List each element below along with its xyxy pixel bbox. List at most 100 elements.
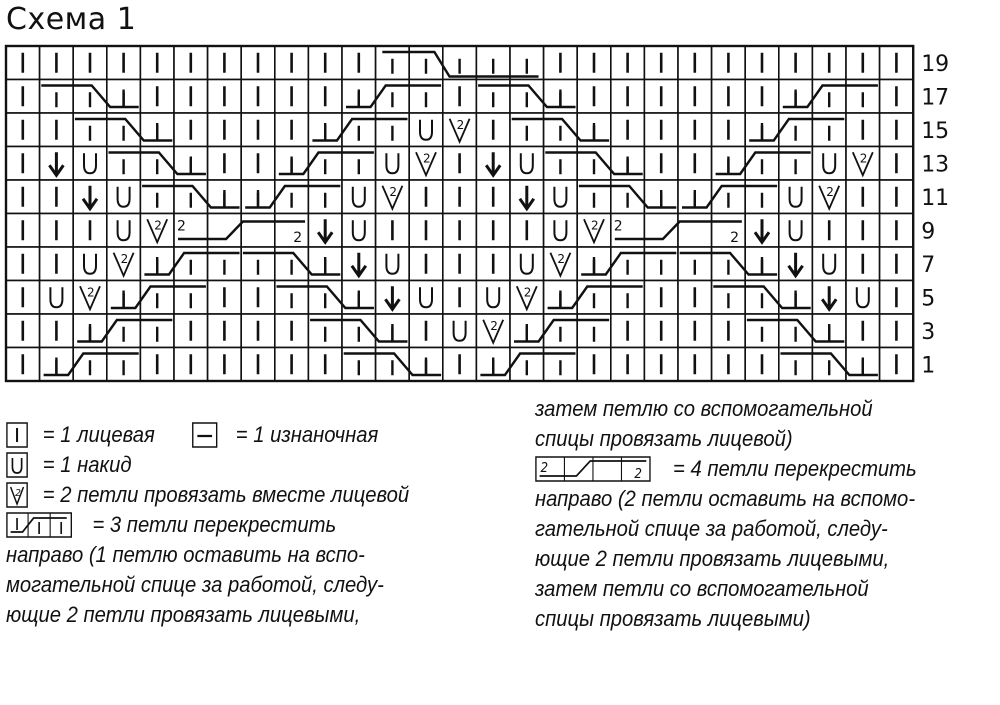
k2tog-icon — [415, 151, 437, 178]
legend-cable3-line-3: ющие 2 петли провязать лицевыми, — [6, 602, 361, 627]
chart-cell — [643, 212, 679, 248]
yarn-over-icon — [855, 287, 870, 309]
legend-cable3-line-2: могательной спице за работой, следу- — [6, 572, 384, 597]
cable-right-icon — [581, 251, 677, 276]
svg-text:2: 2 — [634, 466, 642, 482]
svg-text:2: 2 — [423, 151, 431, 165]
cable-left-icon — [780, 352, 878, 377]
chart-cell — [240, 212, 276, 248]
cable-left-icon — [242, 251, 341, 276]
k2tog-icon — [448, 118, 471, 145]
cable-left-icon — [343, 352, 442, 377]
chart-cell — [542, 212, 578, 248]
yarn-over-symbol-icon — [6, 452, 28, 478]
chart-cell — [677, 346, 713, 382]
chart-row — [5, 45, 914, 81]
chart-row — [5, 78, 914, 114]
yarn-over-icon — [116, 220, 131, 242]
cable-4-right-icon — [614, 220, 742, 241]
chart-row: 2 — [5, 313, 914, 349]
chart-cell — [341, 179, 377, 215]
cable-3-right-symbol-icon — [6, 512, 73, 538]
yarn-over-icon — [553, 220, 568, 242]
cable-left-icon — [310, 318, 408, 343]
chart-cell — [542, 179, 578, 215]
legend-right: затем петлю со вспомогательной спицы про… — [535, 394, 917, 634]
cable-4-right-icon — [178, 220, 306, 241]
svg-text:2: 2 — [826, 185, 834, 199]
cable-right-icon — [77, 318, 173, 343]
cable-right-icon — [245, 184, 341, 209]
cable-right-icon — [312, 117, 408, 142]
k2tog-icon — [79, 285, 101, 312]
knit-symbol-icon — [6, 422, 28, 448]
yarn-over-icon — [351, 186, 366, 208]
row-number: 1 — [921, 353, 935, 378]
cable-left-icon — [74, 117, 173, 142]
yarn-over-icon — [486, 287, 501, 309]
cable-left-icon — [713, 285, 811, 310]
chart-row: 2 — [5, 112, 914, 148]
legend-cable4-line-4: затем петли со вспомогательной — [535, 576, 869, 601]
chart-cell — [374, 246, 411, 282]
chart-cell — [38, 279, 74, 315]
cable-left-icon — [679, 251, 778, 276]
cable-right-icon — [110, 285, 206, 310]
k2tog-icon — [818, 185, 841, 212]
cable-left-icon — [545, 151, 643, 176]
legend-cable4-line-3: ющие 2 петли провязать лицевыми, — [535, 546, 890, 571]
legend-yo: = 1 накид — [6, 450, 409, 480]
svg-text:2: 2 — [524, 285, 532, 299]
legend-k2tog: 2 = 2 петли провязать вместе лицевой — [6, 480, 409, 510]
k2tog-icon — [381, 185, 404, 212]
cable-right-icon — [278, 151, 374, 176]
svg-text:2: 2 — [541, 460, 549, 476]
yarn-over-icon — [788, 186, 803, 208]
row-number: 15 — [921, 119, 949, 144]
cable-right-icon — [514, 318, 610, 343]
row-number: 3 — [921, 320, 935, 345]
yarn-over-icon — [116, 186, 131, 208]
cable-right-icon — [749, 117, 845, 142]
svg-text:2: 2 — [557, 252, 565, 266]
chart-cell — [72, 145, 108, 181]
svg-text:2: 2 — [614, 219, 623, 235]
cable-left-icon — [511, 117, 610, 142]
chart-cell — [710, 212, 746, 248]
cable-right-icon — [682, 184, 778, 209]
cable-right-icon — [782, 84, 878, 109]
k2tog-icon — [851, 151, 874, 178]
chart-row — [5, 346, 914, 382]
legend-cable4-line-5: спицы провязать лицевыми) — [535, 606, 811, 631]
yarn-over-icon — [49, 287, 64, 309]
row-number: 13 — [921, 152, 949, 177]
chart-cell — [273, 212, 310, 248]
yarn-over-icon — [822, 253, 837, 275]
k2tog-icon — [146, 218, 169, 245]
cable-right-icon — [480, 352, 576, 377]
yarn-over-icon — [385, 253, 400, 275]
svg-text:2: 2 — [389, 185, 397, 199]
cable-left-icon — [478, 84, 576, 109]
svg-text:2: 2 — [177, 219, 186, 235]
chart-cell — [106, 212, 142, 248]
chart-cell — [408, 279, 444, 315]
svg-text:2: 2 — [860, 151, 868, 165]
row-number: 19 — [921, 52, 949, 77]
k2tog-symbol-icon: 2 — [6, 482, 28, 508]
chart-cell — [72, 246, 108, 282]
yarn-over-icon — [788, 220, 803, 242]
cable-right-icon — [43, 352, 139, 377]
yarn-over-icon — [452, 320, 467, 342]
yarn-over-icon — [553, 186, 568, 208]
cable-4-right-symbol-icon: 2 2 — [535, 456, 651, 482]
row-number: 5 — [921, 286, 935, 311]
yarn-over-icon — [519, 253, 534, 275]
chart-cell — [206, 212, 243, 248]
yarn-over-icon — [419, 287, 433, 309]
cable-left-icon — [108, 151, 206, 176]
chart-cell — [845, 279, 881, 315]
legend-cable3: = 3 петли перекрестить — [6, 510, 409, 540]
